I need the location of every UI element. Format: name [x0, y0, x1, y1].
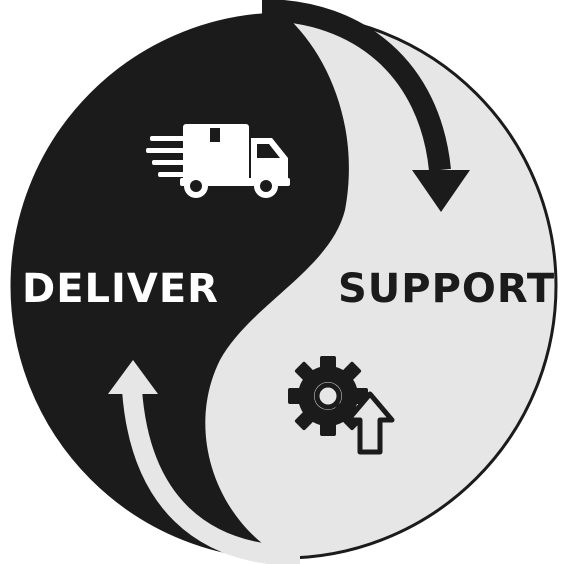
- arrow-up-icon: [108, 360, 301, 564]
- deliver-label: DELIVER: [22, 266, 219, 312]
- delivery-truck-icon: [146, 124, 290, 198]
- support-label: SUPPORT: [338, 266, 555, 312]
- gear-search-upgrade-icon: [288, 356, 395, 455]
- arrow-down-icon: [261, 0, 470, 212]
